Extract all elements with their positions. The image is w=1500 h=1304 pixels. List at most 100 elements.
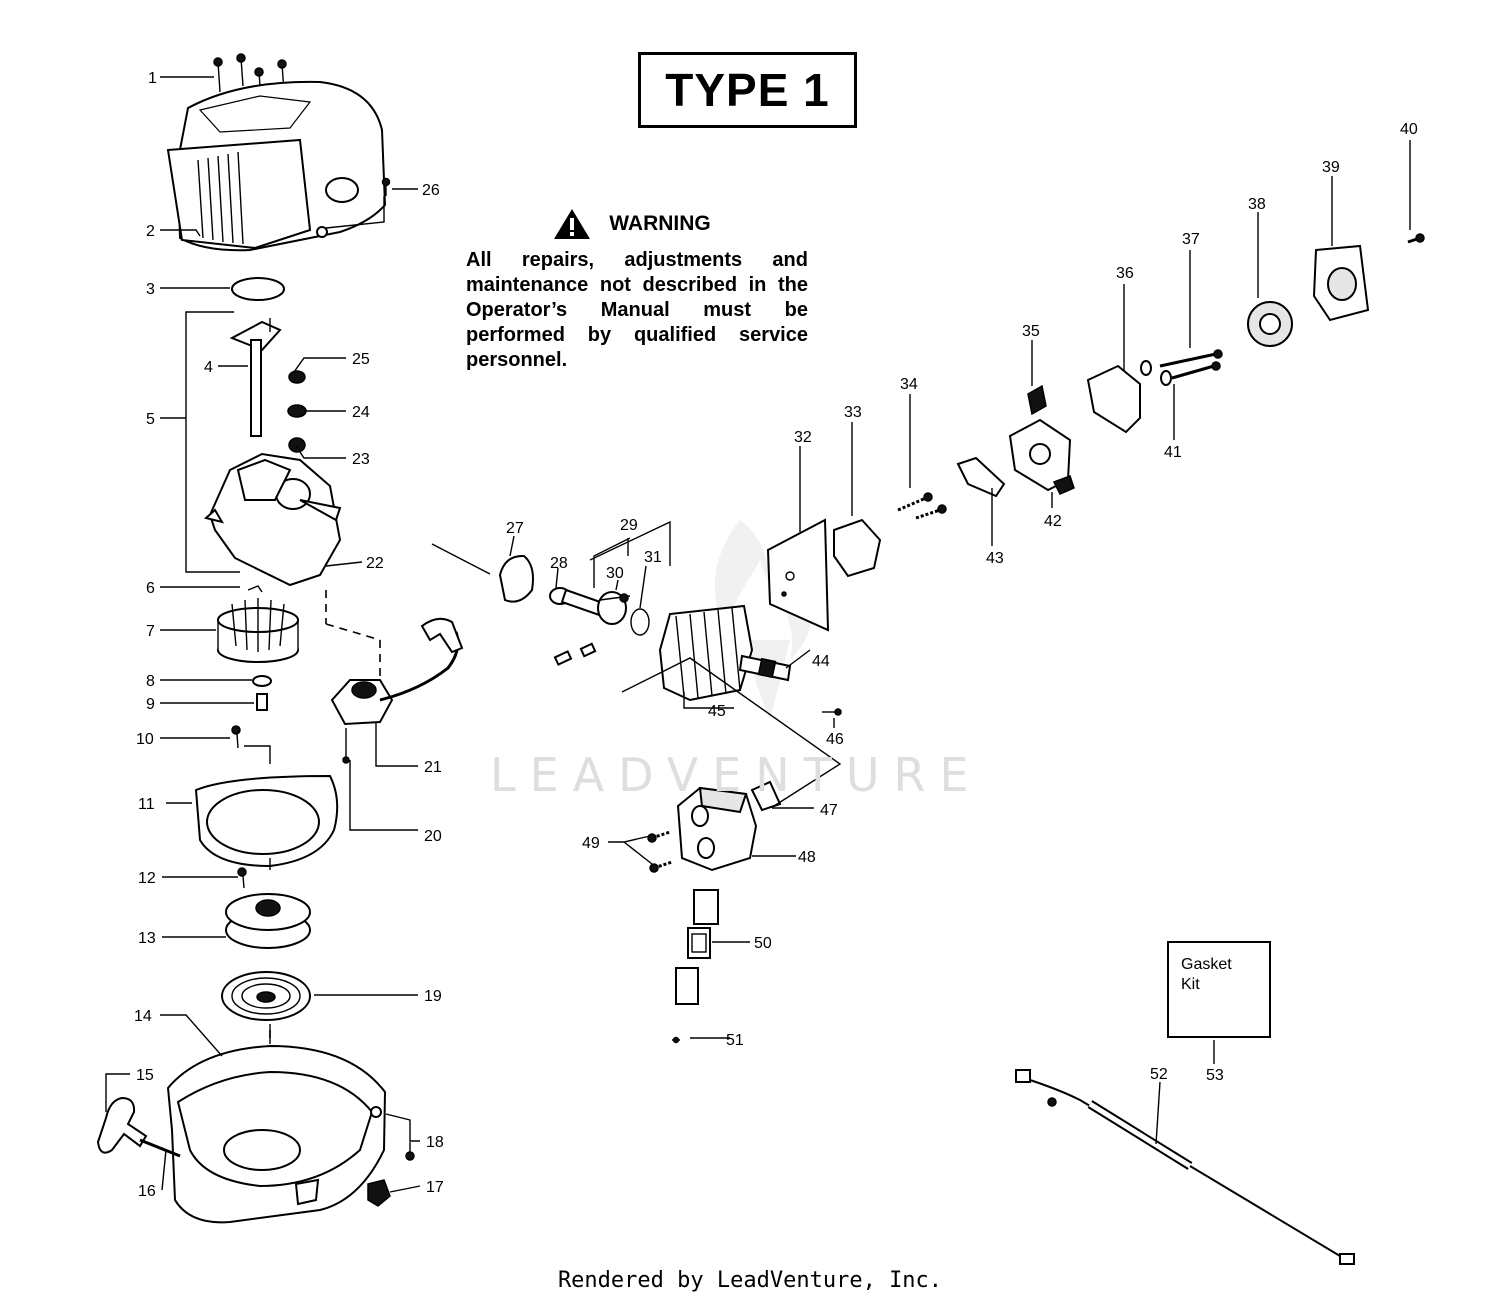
callout-31: 31 bbox=[644, 549, 662, 566]
part-30-piston bbox=[597, 591, 631, 625]
warning-heading-row: WARNING bbox=[456, 208, 808, 240]
part-43-gasket bbox=[956, 456, 1006, 498]
part-3-oring bbox=[231, 277, 285, 301]
part-47-gasket bbox=[750, 780, 782, 812]
part-7-flywheel bbox=[217, 598, 299, 663]
leader-lines bbox=[105, 76, 1411, 1193]
part-18-screw bbox=[405, 1142, 415, 1161]
part-22-crankcase bbox=[203, 452, 342, 587]
part-27-gasket bbox=[498, 554, 534, 603]
part-37-bolts bbox=[1140, 349, 1223, 386]
callout-38: 38 bbox=[1248, 196, 1266, 213]
warning-text: All repairs, adjustments and maintenance… bbox=[466, 249, 808, 371]
callout-27: 27 bbox=[506, 520, 524, 537]
part-36-filter-base bbox=[1086, 364, 1141, 434]
callout-43: 43 bbox=[986, 550, 1004, 567]
part-48-muffler bbox=[676, 786, 758, 872]
callout-1: 1 bbox=[148, 70, 157, 87]
callout-30: 30 bbox=[606, 565, 624, 582]
part-38-filter bbox=[1247, 301, 1293, 347]
callout-17: 17 bbox=[426, 1179, 444, 1196]
callout-18: 18 bbox=[426, 1134, 444, 1151]
type-title-box: TYPE 1 bbox=[638, 52, 857, 128]
callout-46: 46 bbox=[826, 731, 844, 748]
callout-12: 12 bbox=[138, 870, 156, 887]
part-32-plate bbox=[766, 518, 830, 632]
part-12-screw bbox=[237, 867, 247, 889]
part-46-screw bbox=[822, 708, 842, 716]
callout-8: 8 bbox=[146, 673, 155, 690]
callout-23: 23 bbox=[352, 451, 370, 468]
callout-37: 37 bbox=[1182, 231, 1200, 248]
part-51-screw bbox=[672, 1036, 680, 1044]
part-17-grommet bbox=[367, 1179, 391, 1207]
callout-20: 20 bbox=[424, 828, 442, 845]
gasket-kit-label: Gasket Kit bbox=[1181, 956, 1232, 993]
callout-4: 4 bbox=[204, 359, 213, 376]
callout-16: 16 bbox=[138, 1183, 156, 1200]
callout-9: 9 bbox=[146, 696, 155, 713]
part-33-adapter bbox=[833, 518, 882, 578]
callout-53: 53 bbox=[1206, 1067, 1224, 1084]
callout-26: 26 bbox=[422, 182, 440, 199]
part-16-rope bbox=[139, 1138, 181, 1158]
callout-28: 28 bbox=[550, 555, 568, 572]
callout-6: 6 bbox=[146, 580, 155, 597]
part-45-cylinder bbox=[658, 604, 754, 702]
callout-35: 35 bbox=[1022, 323, 1040, 340]
part-15-handle bbox=[96, 1096, 148, 1154]
part-49-bolts bbox=[647, 830, 673, 873]
part-26-screw bbox=[381, 177, 391, 196]
part-39-filter-cover bbox=[1312, 244, 1370, 322]
callout-39: 39 bbox=[1322, 159, 1340, 176]
callout-3: 3 bbox=[146, 281, 155, 298]
callout-24: 24 bbox=[352, 404, 370, 421]
callout-21: 21 bbox=[424, 759, 442, 776]
callout-19: 19 bbox=[424, 988, 442, 1005]
callout-51: 51 bbox=[726, 1032, 744, 1049]
callout-25: 25 bbox=[352, 351, 370, 368]
part-50-screen bbox=[675, 889, 719, 1005]
alignment-lines bbox=[269, 590, 842, 1040]
callout-40: 40 bbox=[1400, 121, 1418, 138]
part-10-bolt bbox=[231, 725, 241, 749]
part-31-ring bbox=[630, 608, 650, 636]
part-19-spring bbox=[221, 971, 311, 1021]
callout-15: 15 bbox=[136, 1067, 154, 1084]
callout-47: 47 bbox=[820, 802, 838, 819]
callout-36: 36 bbox=[1116, 265, 1134, 282]
callout-11: 11 bbox=[138, 796, 155, 813]
part-42-carburetor bbox=[1008, 384, 1075, 495]
callout-52: 52 bbox=[1150, 1066, 1168, 1083]
callout-7: 7 bbox=[146, 623, 155, 640]
callout-labels: 1 2 3 4 5 6 7 8 9 10 11 12 13 14 15 16 1… bbox=[134, 70, 1418, 1200]
callout-49: 49 bbox=[582, 835, 600, 852]
part-13-pulley bbox=[225, 893, 311, 949]
part-21-ignition-module bbox=[330, 617, 464, 726]
part-9-bushing bbox=[256, 693, 268, 711]
warning-heading: WARNING bbox=[609, 212, 711, 235]
part-14-starter-housing bbox=[166, 1044, 387, 1224]
callout-32: 32 bbox=[794, 429, 812, 446]
callout-5: 5 bbox=[146, 411, 155, 428]
callout-10: 10 bbox=[136, 731, 154, 748]
part-2-engine-cover bbox=[166, 80, 387, 252]
callout-45: 45 bbox=[708, 703, 726, 720]
warning-triangle-icon bbox=[554, 209, 591, 239]
callout-13: 13 bbox=[138, 930, 156, 947]
callout-29: 29 bbox=[620, 517, 638, 534]
part-34-screws bbox=[897, 492, 947, 520]
part-44-spark-plug bbox=[738, 654, 792, 682]
part-6-key bbox=[247, 585, 263, 593]
callout-44: 44 bbox=[812, 653, 830, 670]
type-title: TYPE 1 bbox=[665, 64, 830, 116]
callout-42: 42 bbox=[1044, 513, 1062, 530]
part-4-shaft bbox=[229, 318, 282, 437]
warning-block: WARNING All repairs, adjustments and mai… bbox=[466, 208, 808, 373]
callout-48: 48 bbox=[798, 849, 816, 866]
callout-33: 33 bbox=[844, 404, 862, 421]
part-28-connecting-rod bbox=[549, 587, 608, 666]
callout-2: 2 bbox=[146, 223, 155, 240]
callout-41: 41 bbox=[1164, 444, 1182, 461]
